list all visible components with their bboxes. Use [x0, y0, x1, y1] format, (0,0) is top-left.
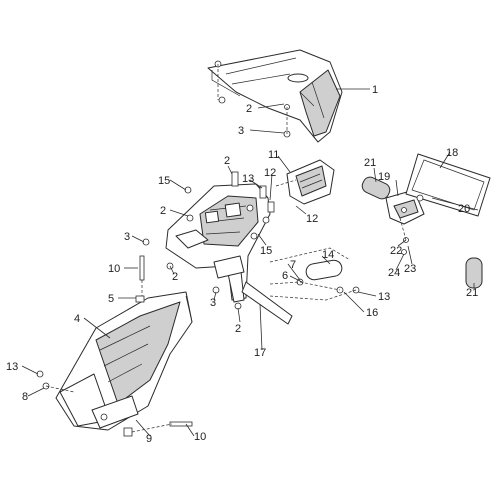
callout-13: 13 [6, 361, 18, 373]
callout-15: 15 [158, 175, 170, 187]
callout-2: 2 [246, 103, 252, 115]
callout-11: 11 [268, 149, 279, 161]
part-plate-holder [385, 189, 425, 225]
part-tail-cover [207, 49, 343, 143]
leader-lines [21, 88, 479, 437]
callout-2: 2 [224, 155, 230, 167]
callout-18: 18 [446, 147, 458, 159]
callout-23: 23 [404, 263, 416, 275]
callout-3: 3 [124, 231, 130, 243]
callout-2: 2 [172, 271, 178, 283]
part-rear-mudguard [55, 291, 193, 431]
callout-3: 3 [210, 297, 216, 309]
part-plate-frame [405, 153, 491, 217]
callout-9: 9 [146, 433, 152, 445]
callout-12: 12 [306, 213, 318, 225]
callout-3: 3 [238, 125, 244, 137]
callout-13: 13 [242, 173, 254, 185]
callout-2: 2 [235, 323, 241, 335]
callout-21: 21 [466, 287, 478, 299]
callout-13: 13 [378, 291, 390, 303]
callout-6: 6 [282, 270, 288, 282]
part-indicator-lens [305, 259, 343, 281]
callout-24: 24 [388, 267, 400, 279]
callout-4: 4 [74, 313, 80, 325]
callout-21: 21 [364, 157, 376, 169]
fasteners-tail-cover [214, 60, 291, 138]
callout-1: 1 [372, 84, 378, 96]
callout-2: 2 [160, 205, 166, 217]
callout-15: 15 [260, 245, 272, 257]
callout-16: 16 [366, 307, 378, 319]
part-rear-subframe [165, 183, 293, 325]
callout-10: 10 [194, 431, 206, 443]
callout-20: 20 [458, 203, 470, 215]
callout-19: 19 [378, 171, 390, 183]
callout-22: 22 [390, 245, 402, 257]
callout-labels: 1 2 3 2 11 13 12 15 2 12 3 15 10 2 7 6 1… [6, 84, 478, 445]
callout-8: 8 [22, 391, 28, 403]
callout-10: 10 [108, 263, 120, 275]
part-bracket-cover [286, 159, 335, 205]
assembly-guides [45, 64, 407, 433]
callout-7: 7 [290, 259, 296, 271]
callout-17: 17 [254, 347, 266, 359]
callout-12: 12 [264, 167, 276, 179]
callout-5: 5 [108, 293, 114, 305]
callout-14: 14 [322, 249, 334, 261]
